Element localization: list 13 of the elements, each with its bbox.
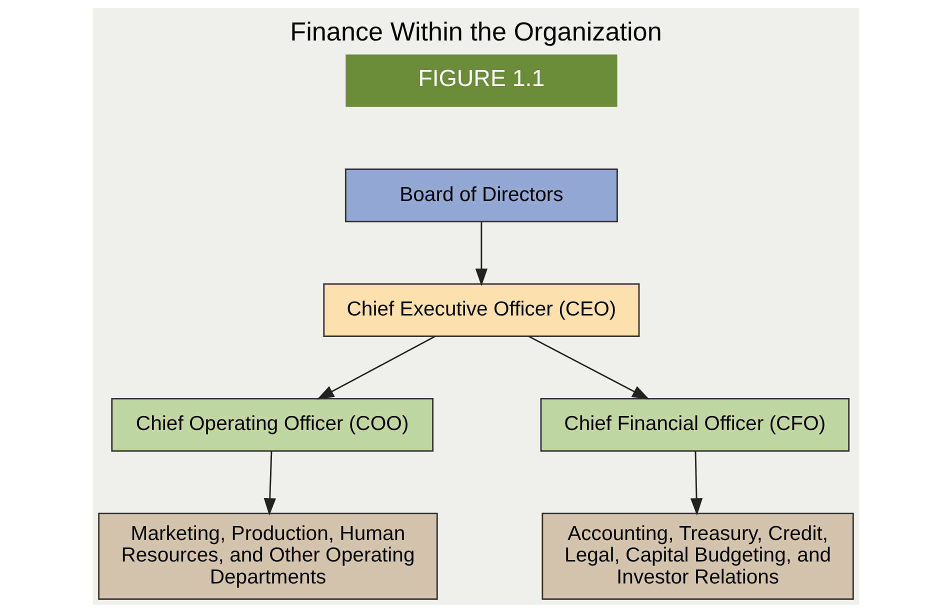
node-box: Marketing, Production, Human Resources, and Other Operating Departments	[98, 512, 438, 600]
arrow	[316, 336, 436, 400]
node-box: Chief Operating Officer (COO)	[111, 398, 434, 452]
node-box: Chief Financial Officer (CFO)	[540, 398, 850, 452]
diagram-title: Finance Within the Organization	[290, 16, 662, 47]
label: FIGURE 1.1	[418, 65, 545, 92]
arrow	[475, 222, 488, 286]
arrow	[528, 336, 650, 400]
node-box: Accounting, Treasury, Credit, Legal, Capital Budgeting, and Investor Relations	[542, 512, 854, 600]
arrow	[690, 451, 703, 516]
node-box: Board of Directors	[344, 168, 618, 222]
arrow	[264, 451, 276, 516]
node-box: Chief Executive Officer (CEO)	[323, 283, 640, 337]
